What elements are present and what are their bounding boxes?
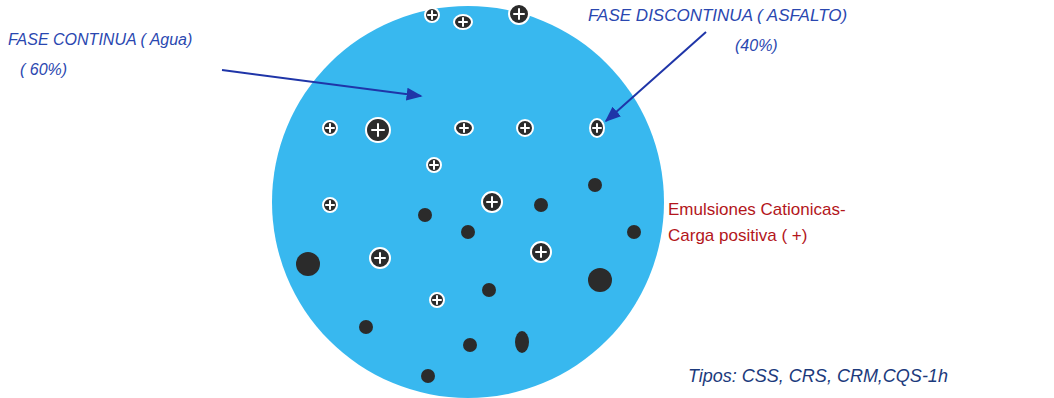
charge-label: Carga positiva ( +) xyxy=(668,226,807,246)
plus-sign xyxy=(521,124,529,132)
asphalt-droplet xyxy=(421,369,435,383)
plus-sign xyxy=(460,124,468,132)
charged-droplet xyxy=(590,119,604,137)
asphalt-droplet xyxy=(627,225,641,239)
plus-sign xyxy=(375,253,385,263)
plus-sign xyxy=(433,296,441,304)
plus-sign xyxy=(326,201,334,209)
phase-label: FASE CONTINUA ( Agua) xyxy=(8,30,192,49)
charged-droplet xyxy=(531,242,551,262)
plus-sign xyxy=(428,11,436,19)
water-phase-circle xyxy=(272,6,664,398)
asphalt-droplet xyxy=(588,268,612,292)
plus-sign xyxy=(514,9,524,19)
charged-droplet xyxy=(482,192,502,212)
plus-sign xyxy=(459,18,467,26)
charged-droplet xyxy=(366,118,390,142)
plus-sign xyxy=(593,124,601,132)
asphalt-droplet xyxy=(359,320,373,334)
percentage-label: ( 60%) xyxy=(20,60,67,79)
asphalt-droplet xyxy=(534,198,548,212)
plus-sign xyxy=(430,161,438,169)
plus-sign xyxy=(487,197,497,207)
asphalt-droplet xyxy=(482,283,496,297)
charged-droplet xyxy=(454,15,472,29)
percentage-label: (40%) xyxy=(735,36,778,55)
asphalt-droplet xyxy=(588,178,602,192)
types-label: Tipos: CSS, CRS, CRM,CQS-1h xyxy=(688,366,948,388)
charged-droplet xyxy=(323,198,337,212)
charged-droplet xyxy=(427,158,441,172)
charged-droplet xyxy=(430,293,444,307)
plus-sign xyxy=(326,124,334,132)
charged-droplet xyxy=(455,121,473,135)
plus-sign xyxy=(372,124,384,136)
asphalt-droplet xyxy=(296,252,320,276)
asphalt-droplet xyxy=(418,208,432,222)
charged-droplet xyxy=(517,120,533,136)
leader-arrow xyxy=(222,70,421,96)
charged-droplet xyxy=(509,4,529,24)
leader-arrow xyxy=(606,32,706,121)
phase-label: FASE DISCONTINUA ( ASFALTO) xyxy=(588,6,847,26)
charged-droplet xyxy=(323,121,337,135)
asphalt-droplet xyxy=(515,331,529,353)
emulsion-type-label: Emulsiones Cationicas- xyxy=(668,200,846,220)
asphalt-droplet xyxy=(463,338,477,352)
plus-sign xyxy=(536,247,546,257)
charged-droplet xyxy=(370,248,390,268)
asphalt-droplet xyxy=(461,225,475,239)
charged-droplet xyxy=(425,8,439,22)
